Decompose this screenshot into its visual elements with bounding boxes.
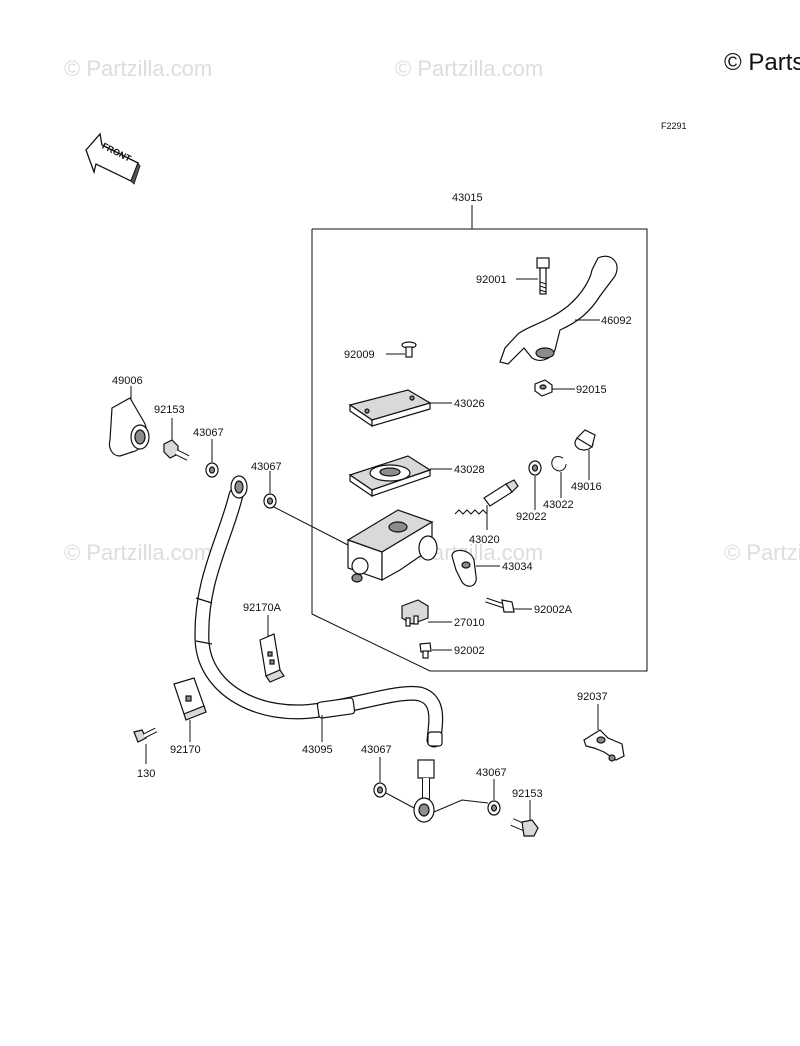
part-label-49006: 49006	[112, 375, 143, 387]
part-label-92037: 92037	[577, 691, 608, 703]
banjo-bolt-icon	[510, 818, 539, 837]
figure-code: F2291	[661, 121, 687, 131]
bleeder-cap-icon	[108, 397, 150, 457]
washer-icon	[373, 782, 387, 798]
watermark: © Partzilla.com	[64, 540, 212, 565]
cable-clamp-icon	[583, 729, 625, 762]
part-label-43020: 43020	[469, 534, 500, 546]
part-label-92170: 92170	[170, 744, 201, 756]
brake-switch-icon	[401, 599, 429, 627]
part-label-92022: 92022	[516, 511, 547, 523]
part-label-92009: 92009	[344, 349, 375, 361]
diaphragm-icon	[348, 455, 432, 498]
reservoir-cap-icon	[348, 389, 432, 428]
part-label-43015: 43015	[452, 192, 483, 204]
part-label-49016: 49016	[571, 481, 602, 493]
switch-screw-icon	[419, 642, 432, 659]
part-label-27010: 27010	[454, 617, 485, 629]
part-label-43067-lower-left: 43067	[361, 744, 392, 756]
washer-icon	[205, 462, 219, 478]
part-label-43067-left: 43067	[193, 427, 224, 439]
boot-icon	[574, 429, 596, 451]
hose-clamp-icon	[259, 633, 285, 683]
part-label-92015: 92015	[576, 384, 607, 396]
part-label-43026: 43026	[454, 398, 485, 410]
nut-icon	[534, 379, 553, 397]
pivot-bolt-icon	[536, 257, 550, 295]
brake-lever-icon	[499, 255, 618, 365]
part-label-92153-top: 92153	[154, 404, 185, 416]
assembly-outline	[311, 205, 648, 672]
master-cylinder-icon	[346, 509, 438, 583]
part-label-92002: 92002	[454, 645, 485, 657]
part-label-43067-upper: 43067	[251, 461, 282, 473]
part-label-46092: 46092	[601, 315, 632, 327]
brake-hose-icon	[194, 475, 444, 823]
part-label-92153-bottom: 92153	[512, 788, 543, 800]
part-label-92170A: 92170A	[243, 602, 282, 614]
watermark: © Partzilla.com	[395, 56, 543, 81]
bolt-icon	[133, 727, 158, 743]
washer-icon	[487, 800, 501, 816]
front-arrow-icon: FRONT	[85, 132, 141, 185]
washer-icon	[263, 493, 277, 509]
part-label-43095: 43095	[302, 744, 333, 756]
part-label-130: 130	[137, 768, 155, 780]
washer-icon	[528, 460, 542, 476]
circlip-icon	[551, 456, 567, 472]
piston-assy-icon	[454, 479, 519, 515]
screw-icon	[401, 341, 417, 358]
watermark: © Partzilla.com	[724, 540, 800, 565]
part-label-43034: 43034	[502, 561, 533, 573]
hose-clamp-icon	[173, 677, 207, 721]
bleeder-valve-icon	[163, 439, 190, 461]
copyright-text: © Parts	[724, 49, 800, 76]
clamp-bolt-icon	[485, 597, 515, 613]
part-label-92001: 92001	[476, 274, 507, 286]
part-label-43028: 43028	[454, 464, 485, 476]
part-label-92002A: 92002A	[534, 604, 573, 616]
watermark: © Partzilla.com	[64, 56, 212, 81]
part-label-43022: 43022	[543, 499, 574, 511]
part-label-43067-lower-right: 43067	[476, 767, 507, 779]
clamp-icon	[451, 549, 477, 587]
